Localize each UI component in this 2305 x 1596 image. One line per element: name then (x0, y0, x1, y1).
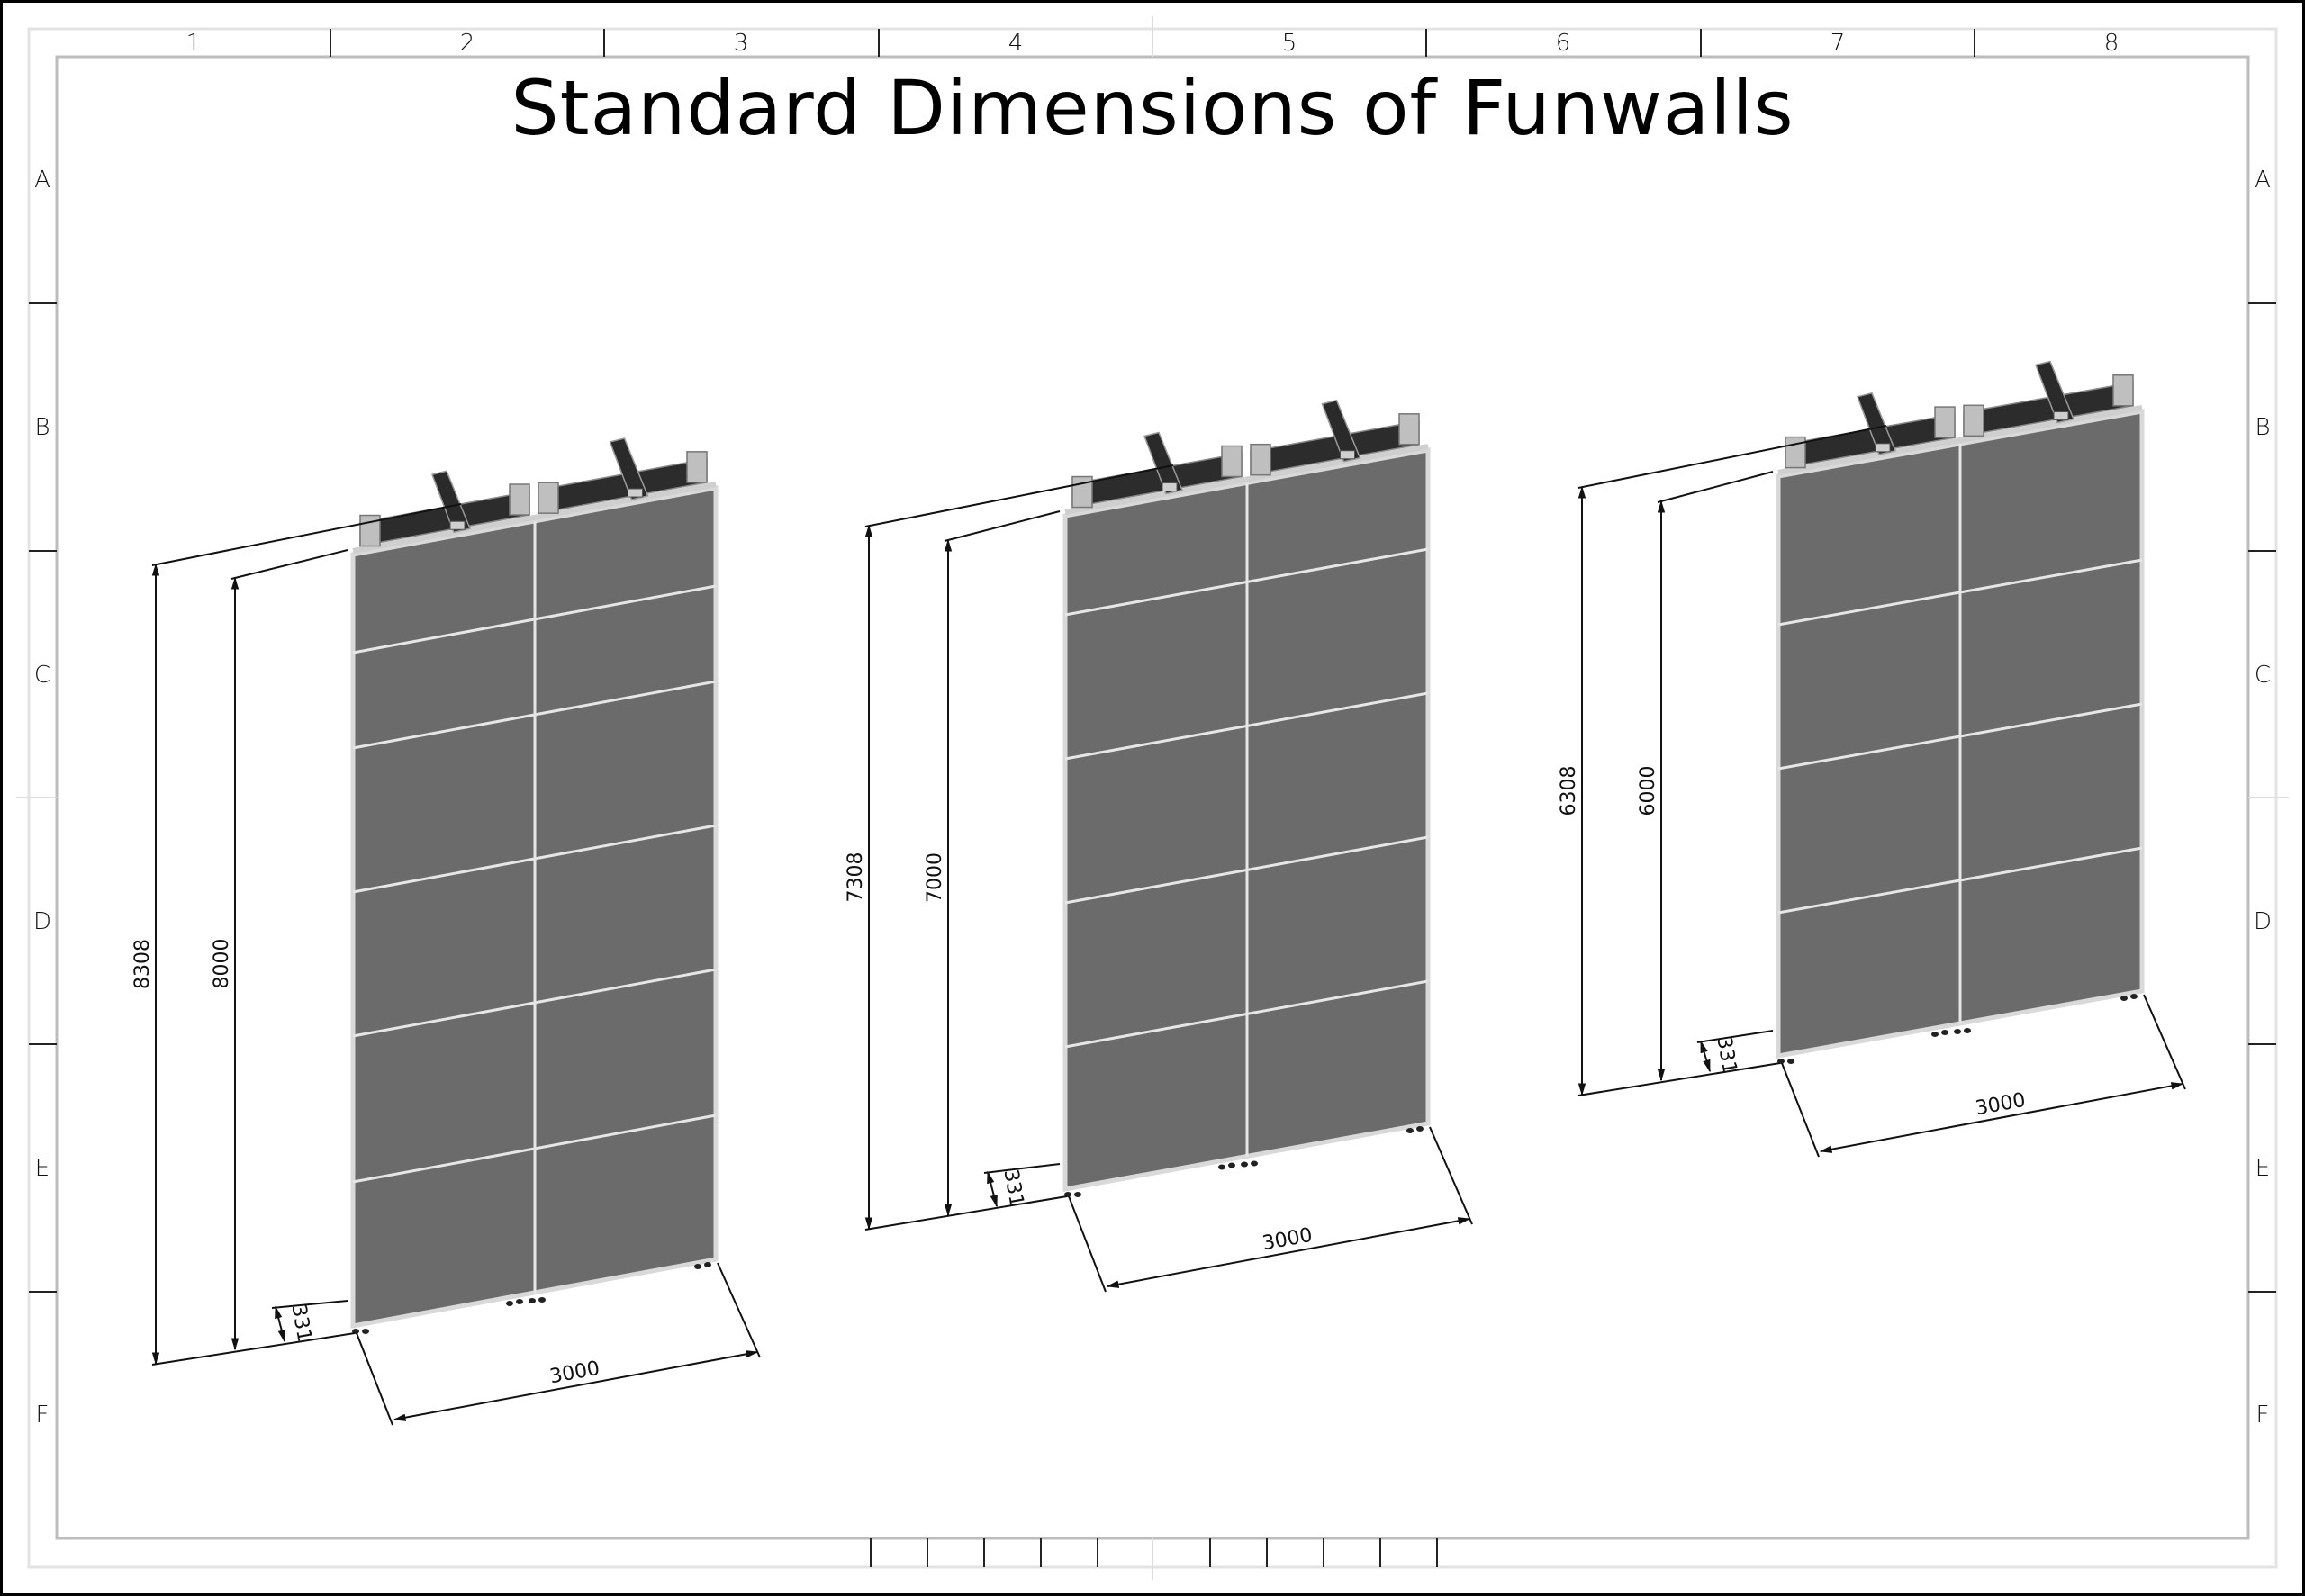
row-zone-c-right: C (2254, 662, 2272, 689)
row-zone-a-right: A (2255, 167, 2271, 194)
row-zone-b-right: B (2255, 414, 2271, 441)
support-feet (352, 1262, 711, 1334)
column-zone-2: 2 (459, 30, 475, 57)
hanging-truss-icon (1250, 399, 1420, 476)
row-zone-f-left: F (35, 1402, 50, 1429)
column-zone-6: 6 (1555, 30, 1571, 57)
funwall-7000: 7308 7000 331 3000 (845, 399, 1473, 1293)
screen-height-label: 6000 (1637, 766, 1659, 816)
width-label: 3000 (548, 1357, 602, 1389)
funwall-8000: 8308 8000 331 3000 (131, 437, 761, 1426)
dimension-lines (864, 464, 1473, 1293)
row-zone-e-right: E (2255, 1155, 2271, 1182)
column-zone-7: 7 (1830, 30, 1846, 57)
base-offset-label: 331 (286, 1303, 315, 1344)
row-zone-b-left: B (34, 414, 50, 441)
hanging-truss-icon (538, 437, 708, 515)
width-label: 3000 (1261, 1224, 1315, 1256)
overall-height-label: 6308 (1558, 766, 1580, 816)
width-label: 3000 (1974, 1089, 2028, 1121)
column-zone-3: 3 (733, 30, 749, 57)
column-zone-1: 1 (185, 30, 202, 57)
column-zone-4: 4 (1008, 30, 1024, 57)
base-offset-label: 331 (999, 1168, 1027, 1209)
hanging-truss-icon (1963, 360, 2134, 437)
row-zone-d-left: D (32, 908, 52, 935)
support-feet (1777, 994, 2138, 1064)
screen-height-label: 7000 (924, 852, 946, 903)
hanging-truss-icon (1071, 431, 1243, 509)
drawing-title: Standard Dimensions of Funwalls (511, 64, 1794, 152)
support-feet (1064, 1126, 1424, 1197)
funwall-6000: 6308 6000 331 3000 (1558, 360, 2186, 1158)
column-zone-5: 5 (1281, 30, 1297, 57)
hanging-truss-icon (359, 470, 530, 547)
column-zone-8: 8 (2103, 30, 2120, 57)
screen-height-label: 8000 (211, 939, 233, 989)
row-zone-a-left: A (34, 167, 50, 194)
row-zone-d-right: D (2253, 908, 2273, 935)
row-zone-c-left: C (33, 662, 51, 689)
row-zone-e-left: E (34, 1155, 50, 1182)
overall-height-label: 8308 (131, 939, 154, 989)
dimension-lines (151, 503, 761, 1426)
row-zone-f-right: F (2255, 1402, 2270, 1429)
dimension-lines (1577, 425, 2186, 1158)
overall-height-label: 7308 (845, 852, 867, 903)
base-offset-label: 331 (1712, 1035, 1740, 1077)
